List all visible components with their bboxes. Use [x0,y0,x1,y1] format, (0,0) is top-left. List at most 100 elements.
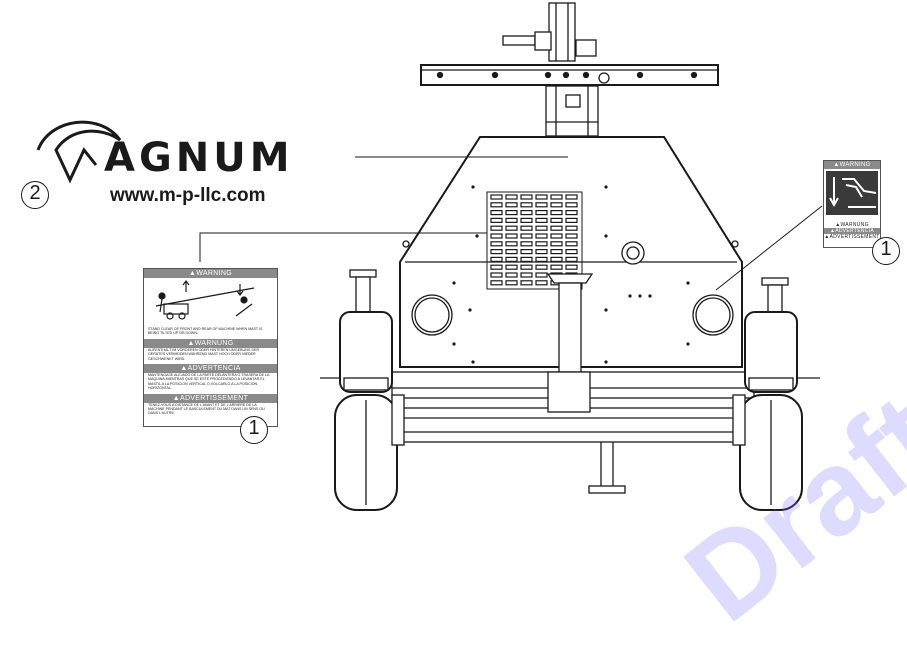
left-wheel [334,311,405,511]
vent-slot [490,233,503,239]
vent-slot [490,202,503,208]
right-wheel [732,311,803,511]
tilting-mast-pictogram [155,280,255,320]
housing [399,136,743,368]
vent-slot [520,280,533,286]
magnum-wordmark: AGNUM [104,135,294,181]
vent-slot [535,233,548,239]
vent-slot [520,225,533,231]
crush-hazard-pictogram [826,171,878,215]
vent-slot [550,225,563,231]
vent-slot [550,210,563,216]
vent-slot [505,249,518,255]
callout-1-right: 1 [872,237,900,265]
vent-slot [550,194,563,200]
magnum-logo-mark [36,120,122,184]
vent-slot [535,241,548,247]
vent-slot [535,264,548,270]
decal-warning-text: STAND CLEAR OF FRONT AND REAR OF MACHINE… [148,327,263,336]
vent-slot [565,217,578,223]
vent-slot [505,194,518,200]
vent-slot [490,241,503,247]
decal-warnung-header: ▲WARNUNG [144,338,277,348]
leader-lines [199,156,823,291]
vent-slot [535,194,548,200]
callout-1-right-number: 1 [880,238,892,260]
vent-slot [520,272,533,278]
vent-grille [486,191,583,290]
mast-head [502,2,597,62]
callout-1-left-number: 1 [248,417,260,439]
vent-slot [550,233,563,239]
vent-slot [520,233,533,239]
vent-slot [490,225,503,231]
vent-slot [490,249,503,255]
vent-slot [565,256,578,262]
vent-slot [535,202,548,208]
outrigger-jacks [349,269,789,318]
vent-slot [520,210,533,216]
vent-slot [490,256,503,262]
vent-slot [505,202,518,208]
decal-advertencia-text: MANTENGASE ALEJADO DE LA PARTE DELANTERA… [148,373,270,391]
vent-slot [520,217,533,223]
callout-1-left: 1 [240,416,268,444]
vent-slot [565,194,578,200]
vent-slot [565,249,578,255]
right-decal-avertissement-header: ▲ADVERTISSEMENT [824,234,880,240]
vent-slot [505,225,518,231]
decal-avertissement-text: TENEZ-VOUS A DISTANCE DE L'AVANT ET DE L… [148,402,265,416]
light-bar [420,64,719,86]
decal-advertencia-header: ▲ADVERTENCIA [144,364,277,374]
vent-slot [535,249,548,255]
vent-slot [505,233,518,239]
vent-slot [490,194,503,200]
website-url: www.m-p-llc.com [110,185,266,206]
vent-slot [535,272,548,278]
vent-slot [520,194,533,200]
vent-slot [490,217,503,223]
vent-slot [520,241,533,247]
mast [545,85,599,137]
vent-slot [550,264,563,270]
vent-slot [550,217,563,223]
vent-slot [535,217,548,223]
decal-avertissement-header: ▲ADVERTISSEMENT [144,393,277,403]
vent-slot [505,272,518,278]
callout-2: 2 [21,181,49,209]
axle-frame [320,371,820,443]
right-decal-warnung-header: ▲WARNUNG [824,222,880,228]
vent-slot [505,264,518,270]
right-decal-advertencia-header: ▲ADVERTENCIA [824,228,880,234]
vent-slot [490,272,503,278]
callout-2-number: 2 [29,182,41,204]
decal-warnung-text: AUFENTHALT IM VORDEREN ODER HINTEREN UMG… [148,347,260,361]
right-decal-warning-header: ▲WARNING [824,161,880,169]
vent-slot [535,225,548,231]
vent-slot [505,256,518,262]
vent-slot [565,241,578,247]
vent-slot [550,249,563,255]
vent-slot [520,249,533,255]
vent-slot [505,210,518,216]
vent-slot [535,210,548,216]
vent-slot [490,264,503,270]
vent-slot [565,210,578,216]
vent-slot [565,233,578,239]
vent-slot [535,256,548,262]
vent-slot [505,217,518,223]
decal-warning-header: ▲WARNING [144,269,277,278]
vent-slot [550,241,563,247]
vent-slot [520,256,533,262]
vent-slot [550,256,563,262]
vent-slot [565,202,578,208]
right-warning-decal: ▲WARNING ▲WARNUNG ▲ADVERTENCIA ▲ADVERTIS… [823,160,881,248]
vent-slot [505,280,518,286]
vent-slot [520,264,533,270]
left-warning-decal: ▲WARNING STAND CLEAR OF FRONT AND REAR O… [143,268,278,427]
vent-slot [550,202,563,208]
vent-slot [490,280,503,286]
vent-slot [505,241,518,247]
vent-slot [520,202,533,208]
vent-slot [490,210,503,216]
